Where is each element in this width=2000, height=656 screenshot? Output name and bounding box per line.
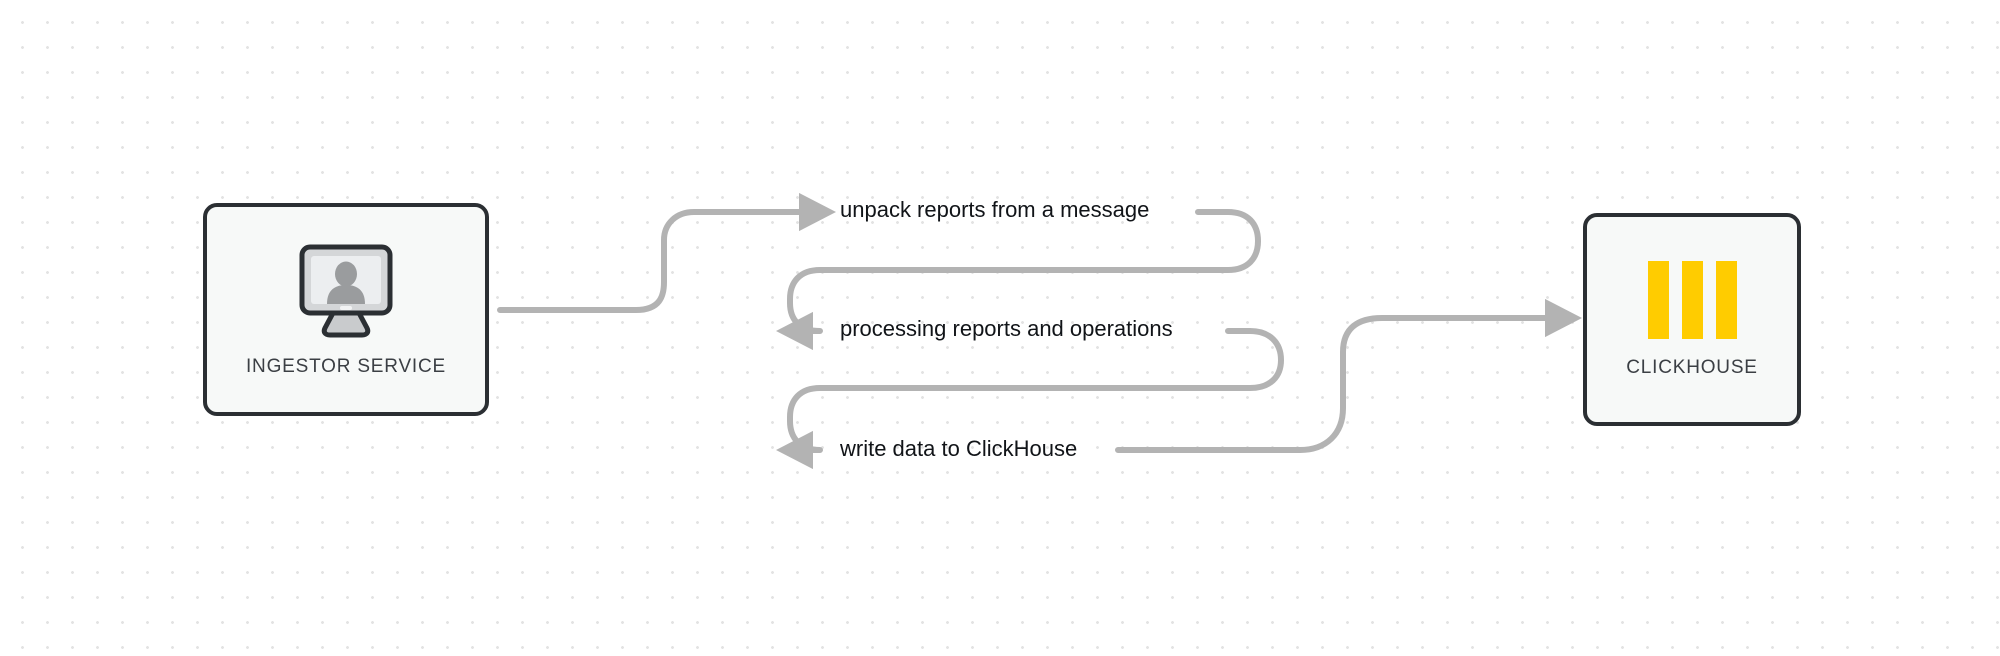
clickhouse-bar-2: [1681, 260, 1703, 339]
edge-step1-to-step2: [776, 209, 1261, 351]
edge-ingestor-to-step1: [497, 192, 836, 313]
clickhouse-bar-3: [1715, 260, 1737, 339]
edge-label-processing-reports: processing reports and operations: [840, 316, 1173, 341]
edge-step3-to-clickhouse: [1115, 298, 1582, 453]
edge-step2-to-step3: [776, 328, 1284, 470]
edge-label-unpack-reports: unpack reports from a message: [840, 197, 1150, 222]
node-ingestor-service-label: INGESTOR SERVICE: [245, 355, 447, 377]
node-ingestor-service[interactable]: INGESTOR SERVICE: [203, 203, 489, 416]
node-clickhouse[interactable]: CLICKHOUSE: [1583, 213, 1801, 426]
edge-label-write-data: write data to ClickHouse: [840, 436, 1078, 461]
node-clickhouse-label: CLICKHOUSE: [1626, 356, 1758, 378]
clickhouse-bar-1: [1647, 260, 1669, 339]
clickhouse-bars-icon: [1647, 260, 1737, 339]
monitor-user-icon: [291, 242, 401, 340]
